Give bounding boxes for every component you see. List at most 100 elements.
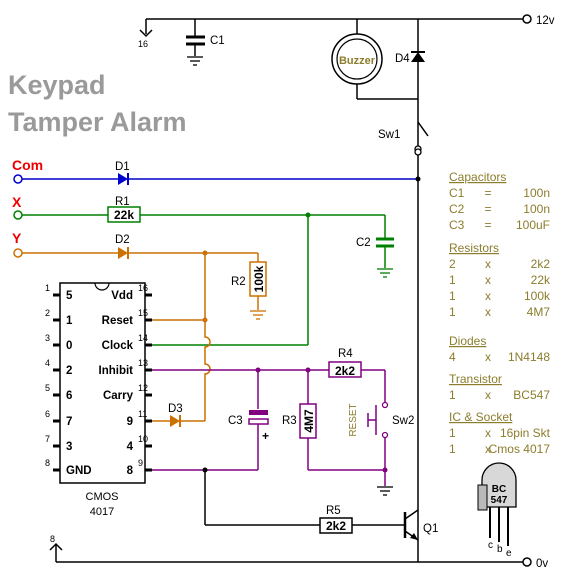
parts-row-op: = — [484, 186, 491, 200]
negative-rail — [49, 542, 532, 567]
parts-row-ref: 1 — [449, 426, 456, 440]
rail-0v-label: 0v — [536, 558, 548, 570]
parts-row-op: = — [484, 202, 491, 216]
parts-row-value: BC547 — [513, 388, 550, 402]
ic-pin-label: Reset — [102, 315, 133, 327]
d3-label: D3 — [168, 403, 183, 415]
bc547-pin-c: c — [488, 540, 493, 551]
ic-pin-label: 8 — [127, 465, 134, 477]
ic-pin-number: 2 — [45, 308, 50, 318]
ic-pin-number: 15 — [138, 308, 148, 318]
ic-pin-label: 1 — [66, 315, 73, 327]
reset-switch-label: RESET — [348, 403, 359, 436]
parts-row-value: 100uF — [516, 218, 550, 232]
parts-row-ref: C1 — [449, 186, 465, 200]
bc547-package — [477, 462, 517, 546]
ic-pin-label: Carry — [103, 390, 134, 402]
ic-pin-label: 6 — [66, 390, 72, 402]
parts-row-ref: 2 — [449, 257, 456, 271]
parts-heading-transistor: Transistor — [449, 372, 502, 386]
c1-label: C1 — [210, 35, 225, 47]
ic-pin-number: 1 — [45, 283, 50, 293]
q1-transistor — [403, 509, 419, 541]
rail-12v-label: 12v — [536, 15, 555, 27]
title-line-2: Tamper Alarm — [8, 107, 187, 137]
ic-pin-number: 6 — [45, 409, 50, 419]
sw1-label: Sw1 — [378, 129, 400, 141]
ic-pin-number: 16 — [138, 283, 148, 293]
parts-row-op: x — [485, 388, 491, 402]
q1-label: Q1 — [423, 523, 438, 535]
parts-row-op: x — [485, 305, 491, 319]
rail-pin16-label: 16 — [138, 39, 148, 49]
parts-row-value: 100n — [523, 186, 550, 200]
parts-row-ref: 1 — [449, 442, 456, 456]
y-wire — [13, 247, 267, 427]
parts-row-value: 22k — [531, 273, 551, 287]
ic-4017 — [59, 282, 146, 484]
parts-row-ref: C3 — [449, 218, 465, 232]
bc547-pin-b: b — [497, 544, 503, 555]
parts-row-ref: 1 — [449, 289, 456, 303]
r3-label: R3 — [282, 415, 297, 427]
d4-label: D4 — [395, 53, 410, 65]
ic-pin-number: 12 — [138, 383, 148, 393]
ic-pin-number: 7 — [45, 434, 50, 444]
rail-pin8-label: 8 — [50, 534, 55, 544]
ic-pin-label: 9 — [127, 416, 133, 428]
d2-label: D2 — [115, 234, 130, 246]
y-input-label: Y — [12, 230, 22, 246]
parts-row-ref: 1 — [449, 305, 456, 319]
ic-pin-label: 0 — [66, 340, 72, 352]
ic-part-number: 4017 — [90, 506, 114, 518]
c3-label: C3 — [228, 415, 243, 427]
parts-heading-resistors: Resistors — [449, 241, 499, 255]
d4-diode — [411, 19, 425, 136]
bc547-marking-1: BC — [492, 484, 506, 495]
parts-list: CapacitorsC1=100nC2=100nC3=100uFResistor… — [449, 170, 551, 456]
c3-plus-label: + — [262, 429, 269, 443]
ic-pins: 152130425667738GND16Vdd15Reset14Clock13I… — [45, 283, 152, 477]
parts-row-value: 2k2 — [531, 257, 551, 271]
bc547-pin-e: e — [506, 548, 512, 559]
title-line-1: Keypad — [8, 70, 106, 100]
ic-pin-number: 5 — [45, 383, 50, 393]
ic-pin-number: 14 — [138, 333, 148, 343]
d1-label: D1 — [115, 161, 130, 173]
parts-row-ref: C2 — [449, 202, 465, 216]
buzzer — [331, 19, 418, 100]
r1-label: R1 — [115, 196, 130, 208]
parts-row-op: x — [485, 426, 491, 440]
parts-row-op: x — [485, 350, 491, 364]
parts-row-ref: 1 — [449, 273, 456, 287]
ic-pin-number: 13 — [138, 358, 148, 368]
c1-capacitor — [186, 19, 205, 66]
reset-network — [145, 361, 405, 534]
r5-value: 2k2 — [326, 519, 346, 533]
ic-name: CMOS — [86, 491, 119, 503]
ic-pin-label: Vdd — [111, 290, 133, 302]
r2-label: R2 — [231, 276, 246, 288]
parts-row-value: 16pin Skt — [500, 426, 551, 440]
ic-pin-number: 9 — [138, 458, 143, 468]
ic-pin-number: 4 — [45, 358, 50, 368]
parts-heading-diodes: Diodes — [449, 334, 486, 348]
r4-label: R4 — [338, 348, 353, 360]
ic-pin-label: 7 — [66, 416, 72, 428]
r1-value: 22k — [114, 208, 134, 222]
ic-pin-label: 3 — [66, 441, 72, 453]
x-wire — [13, 206, 394, 346]
positive-rail — [139, 14, 532, 38]
com-input-label: Com — [12, 157, 43, 173]
parts-row-ref: 1 — [449, 388, 456, 402]
parts-row-op: x — [485, 273, 491, 287]
x-input-label: X — [12, 194, 22, 210]
ic-pin-label: 5 — [66, 290, 73, 302]
r5-label: R5 — [326, 505, 341, 517]
parts-row-ref: 4 — [449, 350, 456, 364]
buzzer-label: Buzzer — [339, 55, 376, 67]
parts-row-value: 4M7 — [527, 305, 551, 319]
parts-row-op: x — [485, 257, 491, 271]
r3-value: 4M7 — [302, 409, 316, 433]
